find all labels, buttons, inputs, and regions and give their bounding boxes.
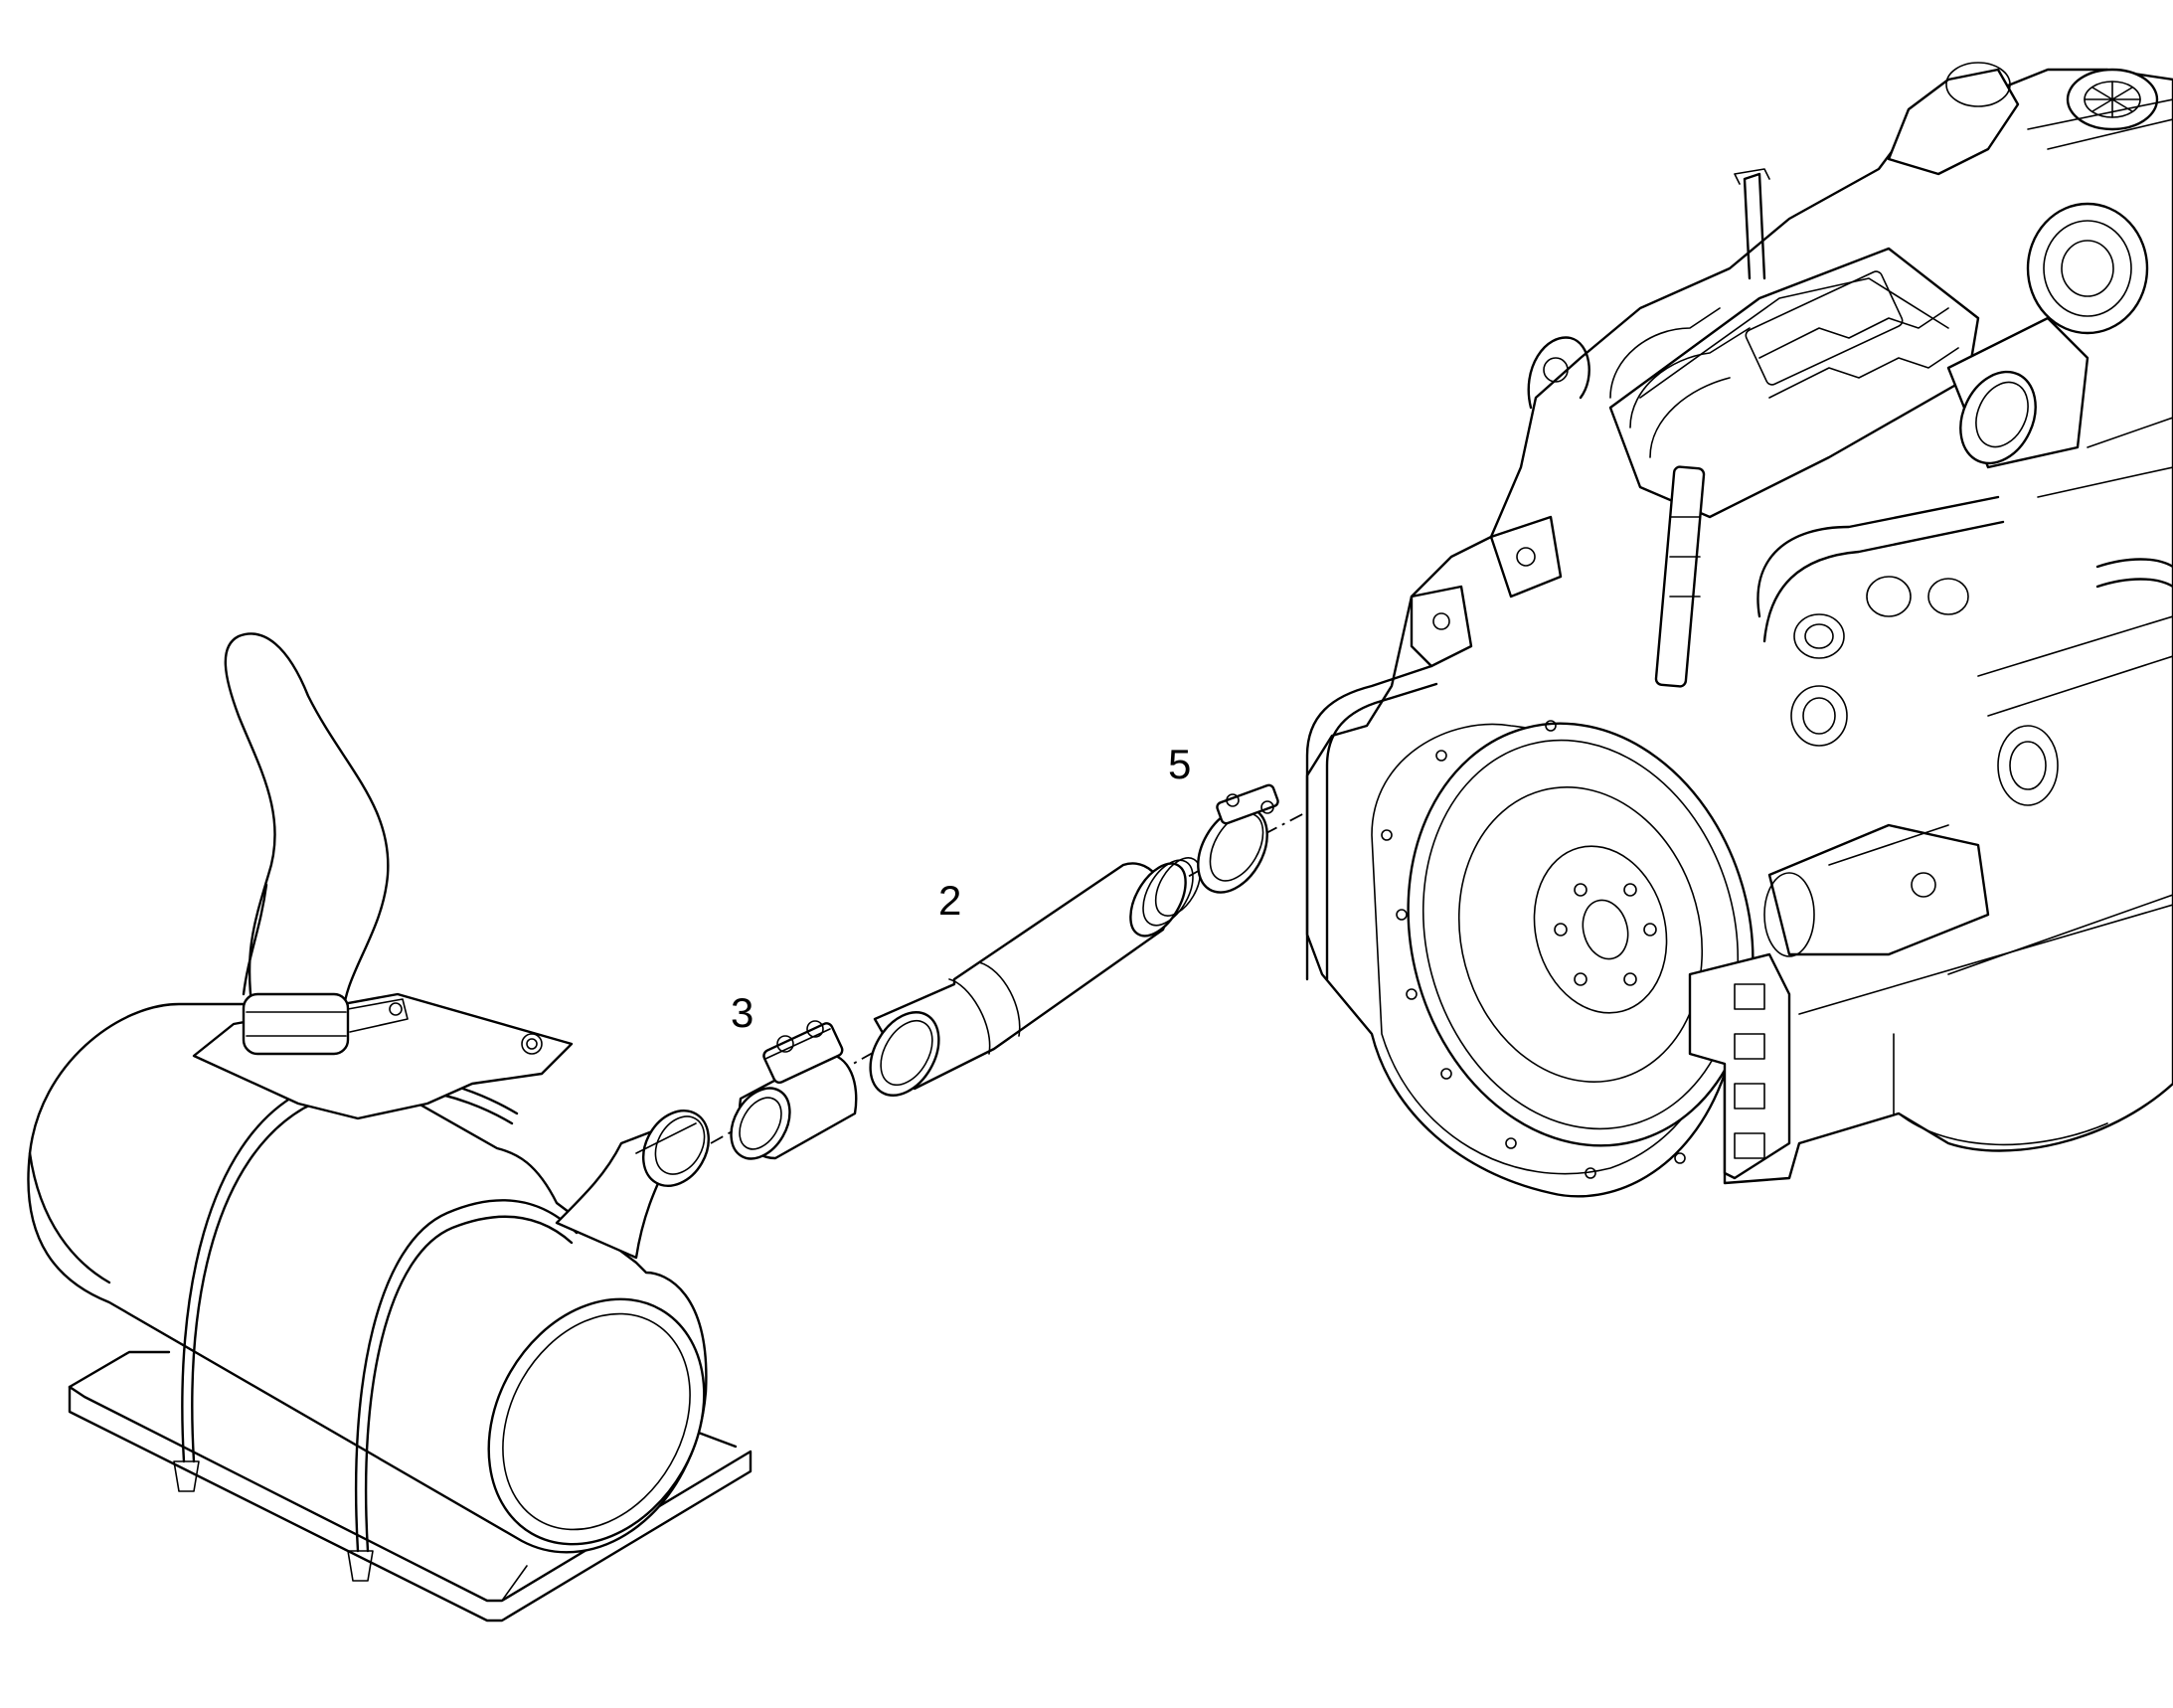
tail-pipe	[224, 632, 409, 1056]
engine-assembly	[1305, 62, 2173, 1198]
muffler-inlet-pipe	[555, 1110, 710, 1260]
flex-pipe-2	[869, 857, 1202, 1097]
muffler-body	[27, 1002, 708, 1554]
callout-3: 3	[731, 989, 754, 1036]
clamp-3	[730, 1020, 858, 1160]
callout-2: 2	[938, 877, 962, 924]
muffler-mount-tray	[68, 1350, 752, 1623]
callout-5: 5	[1168, 741, 1192, 787]
band-clamp-5	[1197, 783, 1279, 894]
